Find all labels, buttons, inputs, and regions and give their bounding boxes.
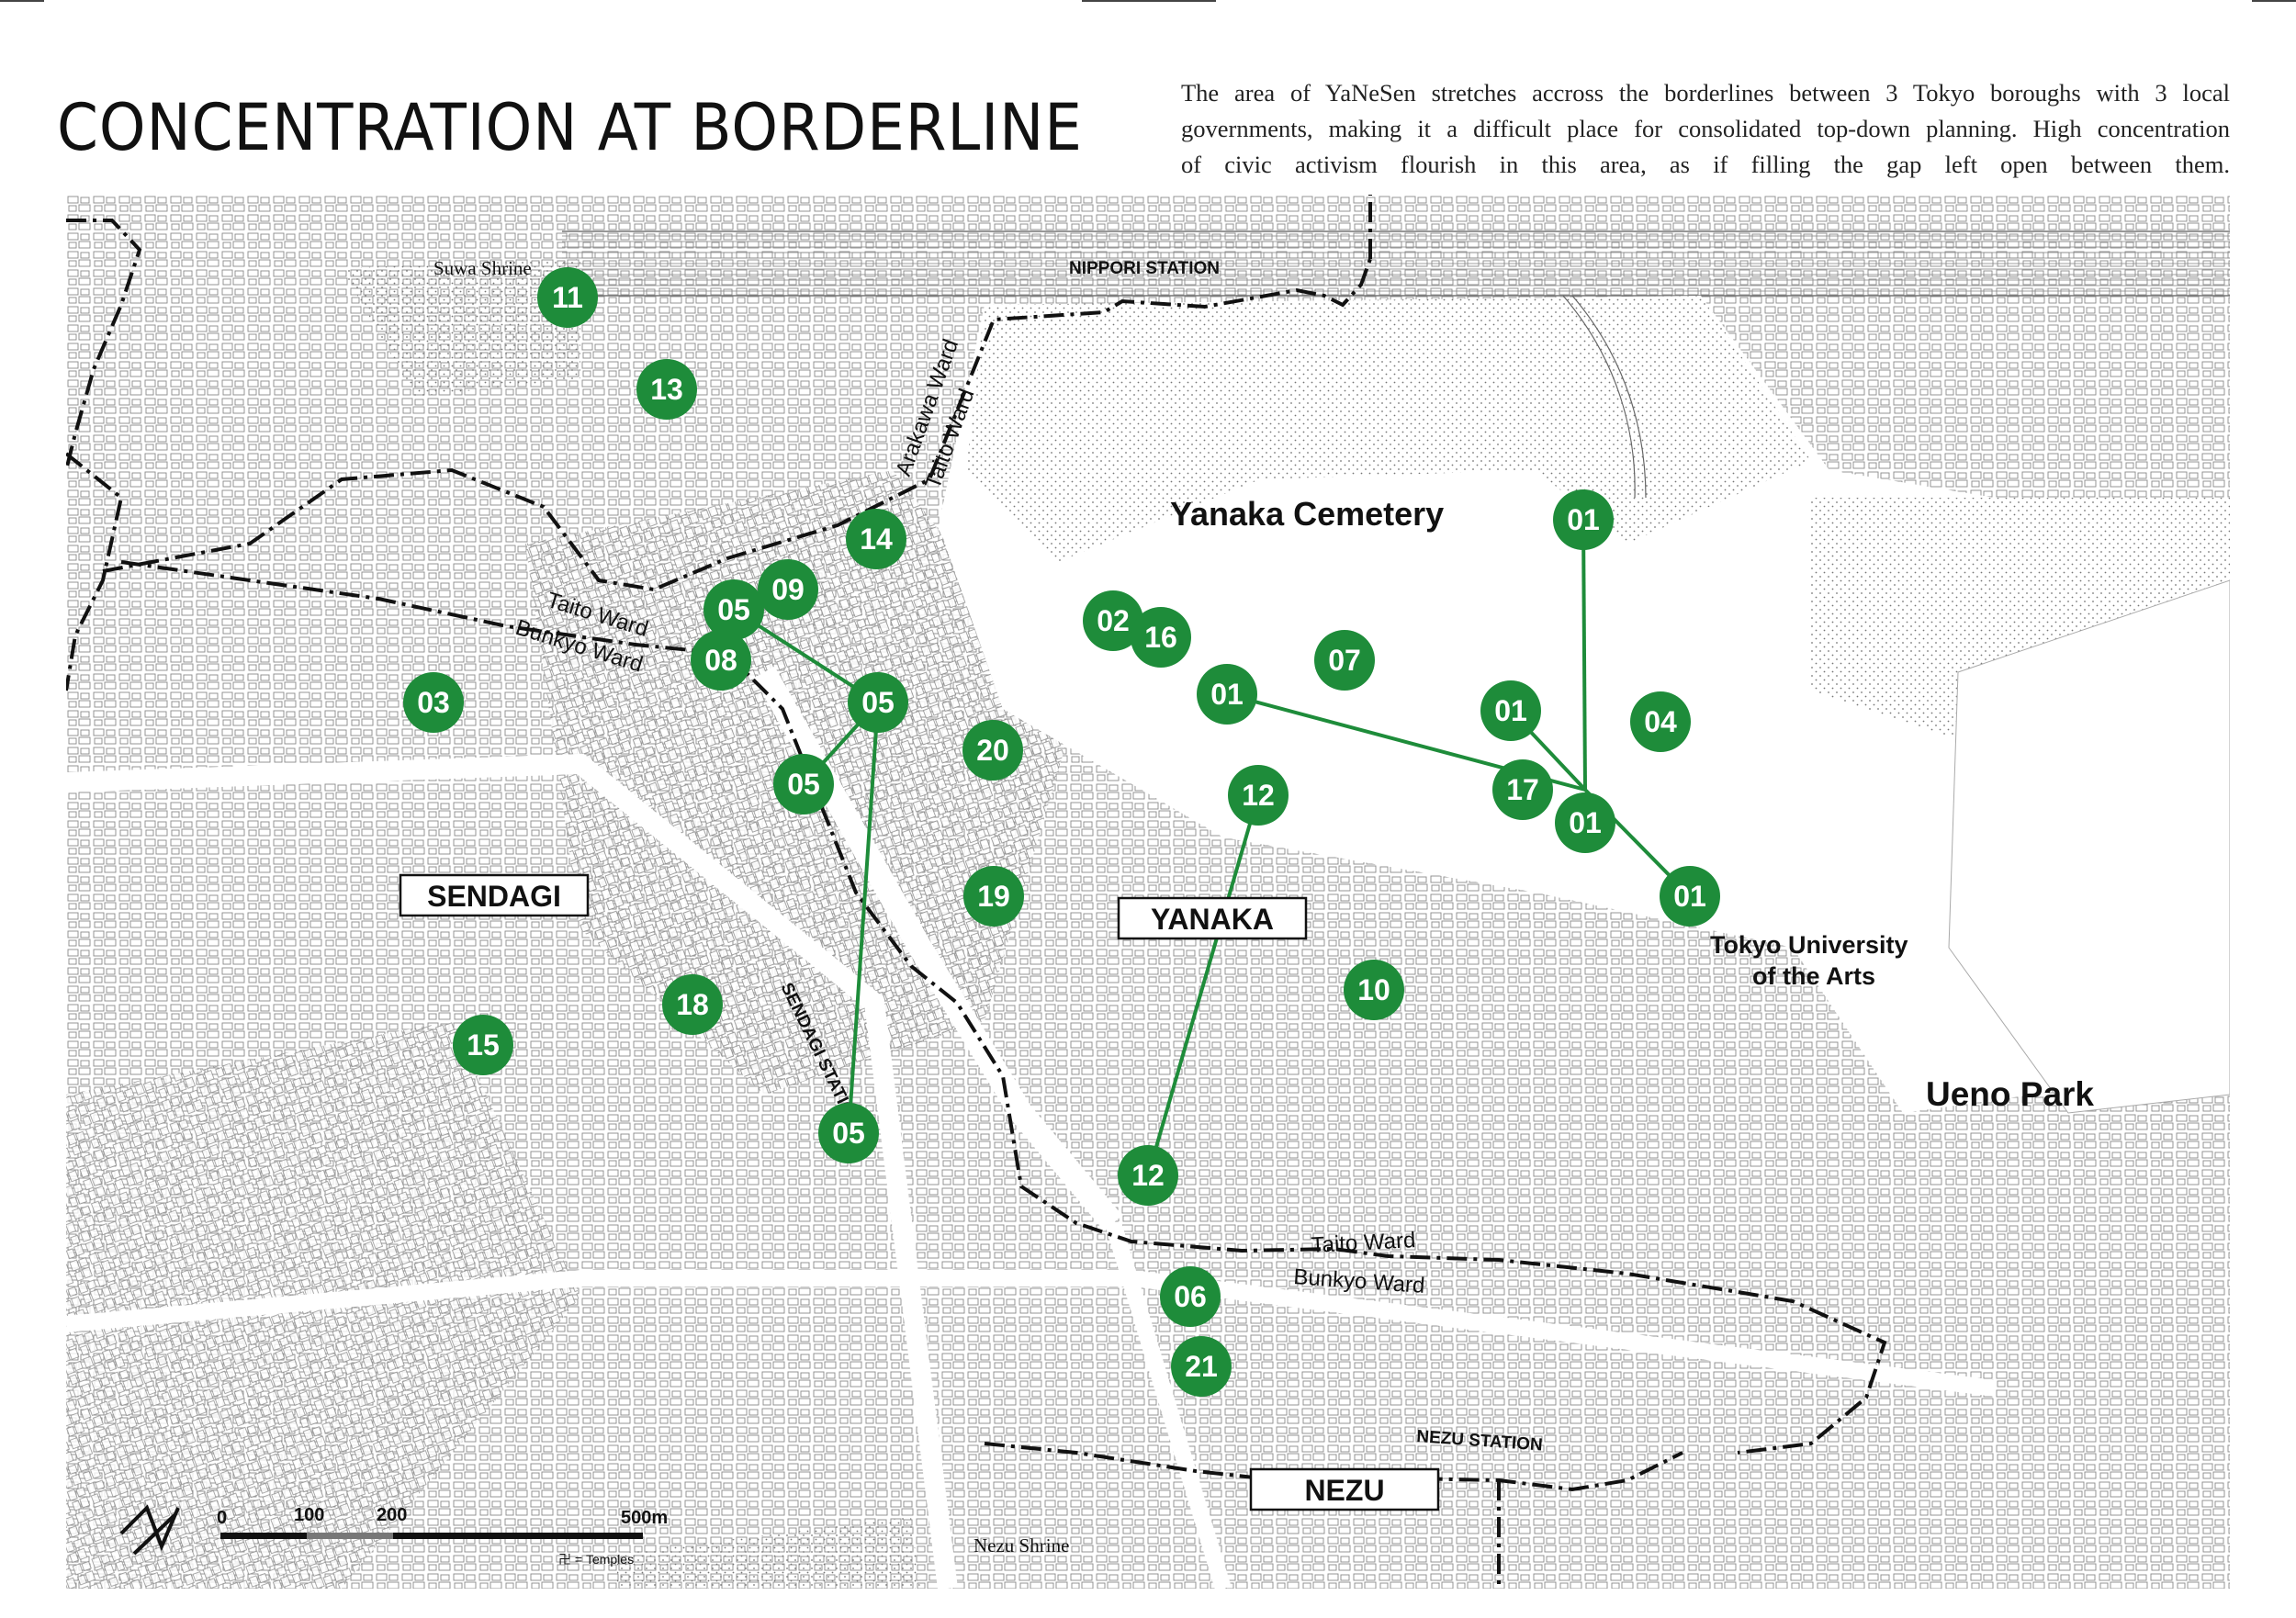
marker[interactable]: 20 bbox=[962, 720, 1023, 781]
svg-text:04: 04 bbox=[1644, 705, 1677, 738]
svg-text:06: 06 bbox=[1174, 1280, 1207, 1313]
svg-text:19: 19 bbox=[977, 880, 1010, 913]
svg-text:01: 01 bbox=[1494, 694, 1527, 727]
place-yanaka-cemetery: Yanaka Cemetery bbox=[1170, 495, 1444, 533]
svg-text:05: 05 bbox=[861, 686, 895, 719]
svg-text:09: 09 bbox=[771, 573, 805, 606]
marker[interactable]: 11 bbox=[537, 267, 598, 328]
temples-legend: 卍 = Temples bbox=[558, 1552, 634, 1567]
marker[interactable]: 14 bbox=[846, 509, 906, 569]
map-base bbox=[66, 195, 2230, 1589]
page-title: CONCENTRATION AT BORDERLINE bbox=[57, 90, 1083, 165]
area-name: SENDAGI bbox=[427, 880, 561, 913]
marker[interactable]: 01 bbox=[1553, 489, 1614, 550]
map[interactable]: SENDAGI YANAKA NEZU Yanaka Cemetery Ueno… bbox=[66, 195, 2230, 1589]
svg-text:05: 05 bbox=[717, 593, 750, 626]
svg-text:01: 01 bbox=[1569, 806, 1602, 839]
svg-text:13: 13 bbox=[650, 373, 683, 406]
svg-text:01: 01 bbox=[1210, 678, 1244, 711]
place-tokyo-university: Tokyo University bbox=[1710, 931, 1908, 959]
scale-tick: 500m bbox=[621, 1508, 668, 1528]
svg-text:05: 05 bbox=[787, 768, 820, 801]
svg-text:18: 18 bbox=[676, 988, 709, 1021]
place-of-the-arts: of the Arts bbox=[1752, 962, 1875, 990]
area-label-sendagi: SENDAGI bbox=[399, 873, 590, 917]
scale-tick: 0 bbox=[217, 1508, 227, 1528]
marker[interactable]: 21 bbox=[1171, 1336, 1232, 1397]
description-line: governments, making it a difficult place… bbox=[1181, 115, 2230, 142]
svg-text:15: 15 bbox=[467, 1028, 500, 1062]
marker[interactable]: 04 bbox=[1630, 691, 1691, 752]
marker[interactable]: 05 bbox=[773, 754, 834, 815]
svg-text:20: 20 bbox=[976, 734, 1009, 767]
marker[interactable]: 08 bbox=[691, 630, 751, 691]
ward-borders bbox=[66, 195, 1887, 1589]
marker[interactable]: 02 bbox=[1083, 590, 1143, 651]
scale-bar: 0 100 200 500m 卍 = Temples bbox=[217, 1505, 668, 1567]
markers: 11 13 14 09 05 08 03 05 05 02 16 07 01 2… bbox=[403, 267, 1720, 1397]
marker[interactable]: 09 bbox=[758, 559, 818, 620]
area-label-nezu: NEZU bbox=[1249, 1467, 1440, 1511]
marker[interactable]: 12 bbox=[1228, 765, 1289, 826]
station-nippori: NIPPORI STATION bbox=[1069, 259, 1220, 278]
marker[interactable]: 01 bbox=[1555, 792, 1615, 853]
place-suwa-shrine: Suwa Shrine bbox=[433, 257, 532, 279]
area-name: NEZU bbox=[1304, 1474, 1384, 1507]
marker[interactable]: 03 bbox=[403, 672, 464, 733]
svg-text:01: 01 bbox=[1673, 880, 1706, 913]
description-line: The area of YaNeSen stretches accross th… bbox=[1181, 79, 2230, 107]
marker[interactable]: 05 bbox=[848, 672, 908, 733]
svg-text:11: 11 bbox=[552, 281, 583, 314]
scale-tick: 200 bbox=[377, 1505, 407, 1525]
svg-text:16: 16 bbox=[1144, 621, 1177, 654]
svg-text:10: 10 bbox=[1357, 973, 1390, 1006]
svg-text:12: 12 bbox=[1242, 779, 1275, 812]
scale-tick: 100 bbox=[294, 1505, 324, 1525]
marker[interactable]: 01 bbox=[1197, 664, 1257, 725]
svg-text:12: 12 bbox=[1131, 1159, 1165, 1192]
marker[interactable]: 19 bbox=[963, 866, 1024, 927]
marker[interactable]: 01 bbox=[1660, 866, 1720, 927]
marker[interactable]: 05 bbox=[818, 1103, 879, 1163]
svg-text:05: 05 bbox=[832, 1117, 865, 1150]
svg-text:08: 08 bbox=[704, 644, 737, 677]
marker[interactable]: 10 bbox=[1344, 960, 1404, 1020]
marker[interactable]: 12 bbox=[1118, 1145, 1178, 1206]
ward-label-taito: Taito Ward bbox=[1311, 1228, 1416, 1258]
marker[interactable]: 01 bbox=[1480, 680, 1541, 741]
svg-text:17: 17 bbox=[1506, 773, 1539, 806]
description-line: of civic activism flourish in this area,… bbox=[1181, 151, 2230, 178]
svg-text:01: 01 bbox=[1567, 503, 1600, 536]
marker[interactable]: 07 bbox=[1314, 630, 1375, 691]
marker[interactable]: 15 bbox=[453, 1015, 513, 1075]
svg-text:02: 02 bbox=[1097, 604, 1130, 637]
svg-text:03: 03 bbox=[417, 686, 450, 719]
marker[interactable]: 13 bbox=[636, 359, 697, 420]
area-label-yanaka: YANAKA bbox=[1117, 896, 1308, 940]
svg-text:07: 07 bbox=[1328, 644, 1361, 677]
place-nezu-shrine: Nezu Shrine bbox=[974, 1534, 1069, 1556]
marker[interactable]: 18 bbox=[662, 974, 723, 1035]
svg-text:14: 14 bbox=[860, 522, 893, 556]
area-name: YANAKA bbox=[1151, 903, 1274, 936]
marker[interactable]: 05 bbox=[703, 579, 764, 640]
marker[interactable]: 16 bbox=[1131, 607, 1191, 668]
description: The area of YaNeSen stretches accross th… bbox=[1181, 75, 2230, 183]
svg-text:21: 21 bbox=[1185, 1350, 1218, 1383]
marker[interactable]: 17 bbox=[1492, 759, 1553, 820]
north-arrow-icon bbox=[119, 1504, 180, 1556]
marker[interactable]: 06 bbox=[1160, 1266, 1221, 1327]
place-ueno-park: Ueno Park bbox=[1926, 1075, 2094, 1113]
